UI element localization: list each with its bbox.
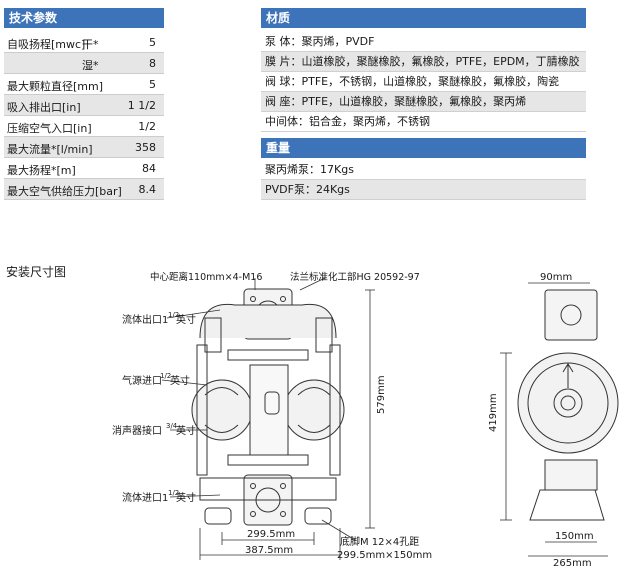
weight-row: PVDF泵：24Kgs bbox=[261, 180, 586, 200]
spec-row: 最大流量*[l/min] 358 bbox=[4, 137, 164, 158]
material-row: 泵 体：聚丙烯，PVDF bbox=[261, 32, 586, 52]
air-inlet-label: 气源进口 bbox=[122, 374, 162, 387]
inlet-unit: 英寸 bbox=[176, 491, 196, 504]
spec-value: 5 bbox=[149, 78, 156, 91]
spec-row: 自吸扬程[mwc]干* 5 bbox=[4, 32, 164, 53]
air-inlet-fraction: 1/2 bbox=[160, 372, 171, 380]
outlet-fraction: 1/2 bbox=[168, 311, 179, 319]
install-dimensions-title: 安装尺寸图 bbox=[6, 265, 67, 279]
spec-value: 1/2 bbox=[138, 120, 156, 133]
tech-specs-table: 自吸扬程[mwc]干* 5 湿* 8 最大颗粒直径[mm] 5 吸入排出口[in] 1 1/2… bbox=[4, 32, 164, 200]
spec-row: 压缩空气入口[in] 1/2 bbox=[4, 116, 164, 137]
spec-label: 最大颗粒直径[mm] bbox=[7, 80, 104, 93]
outlet-unit: 英寸 bbox=[176, 313, 196, 326]
material-row: 膜 片：山道橡胶，聚醚橡胶，氟橡胶，PTFE，EPDM，丁腈橡胶 bbox=[261, 52, 586, 72]
air-inlet-unit: 英寸 bbox=[170, 374, 190, 387]
spec-value: 1 1/2 bbox=[127, 99, 156, 112]
spec-value: 84 bbox=[142, 162, 156, 175]
spec-value: 5 bbox=[149, 36, 156, 49]
spec-value: 358 bbox=[135, 141, 156, 154]
spec-sublabel: 干* bbox=[82, 38, 99, 51]
material-row: 阀 球：PTFE，不锈钢，山道橡胶，聚醚橡胶，氟橡胶，陶瓷 bbox=[261, 72, 586, 92]
weight-title: 重量 bbox=[261, 138, 586, 158]
spec-label: 最大空气供给压力[bar] bbox=[7, 185, 122, 198]
height-dimension: 579mm bbox=[376, 375, 387, 414]
tech-specs-title: 技术参数 bbox=[4, 8, 164, 28]
spec-row: 最大扬程*[m] 84 bbox=[4, 158, 164, 179]
side-height-dimension: 419mm bbox=[488, 393, 499, 432]
dimension-lines bbox=[161, 277, 608, 560]
inlet-fraction: 1/2 bbox=[168, 489, 179, 497]
center-distance-label: 中心距离110mm×4-M16 bbox=[150, 271, 262, 283]
spec-row: 湿* 8 bbox=[4, 53, 164, 74]
flange-standard-label: 法兰标准化工部HG 20592-97 bbox=[290, 271, 420, 283]
muffler-label: 消声器接口 bbox=[112, 424, 162, 437]
weight-row: 聚丙烯泵：17Kgs bbox=[261, 160, 586, 180]
muffler-unit: 英寸 bbox=[176, 424, 196, 437]
front-view-pump bbox=[191, 288, 345, 526]
spec-row: 吸入排出口[in] 1 1/2 bbox=[4, 95, 164, 116]
side-base-dimension: 150mm bbox=[555, 531, 594, 542]
spec-sublabel: 湿* bbox=[82, 59, 99, 72]
tech-specs-panel: 技术参数 自吸扬程[mwc]干* 5 湿* 8 最大颗粒直径[mm] 5 吸入排出口[in]… bbox=[4, 8, 164, 200]
spec-value: 8.4 bbox=[138, 183, 157, 196]
outer-width-dimension: 387.5mm bbox=[245, 545, 293, 556]
spec-row: 最大空气供给压力[bar] 8.4 bbox=[4, 179, 164, 200]
inlet-label: 流体进口1 bbox=[122, 491, 168, 504]
spec-label: 最大扬程*[m] bbox=[7, 164, 76, 177]
material-row: 阀 座：PTFE，山道橡胶，聚醚橡胶，氟橡胶，聚丙烯 bbox=[261, 92, 586, 112]
foot-dimension: 299.5mm×150mm bbox=[337, 550, 432, 561]
inner-width-dimension: 299.5mm bbox=[247, 529, 295, 540]
foot-label: 底脚M 12×4孔距 bbox=[340, 535, 419, 548]
side-top-dimension: 90mm bbox=[540, 272, 572, 283]
material-row: 中间体：铝合金，聚丙烯，不锈钢 bbox=[261, 112, 586, 132]
spec-label: 最大流量*[l/min] bbox=[7, 143, 93, 156]
material-title: 材质 bbox=[261, 8, 586, 28]
spec-label: 压缩空气入口[in] bbox=[7, 122, 92, 135]
outlet-label: 流体出口1 bbox=[122, 313, 168, 326]
side-total-dimension: 265mm bbox=[553, 558, 592, 569]
spec-label: 自吸扬程[mwc] bbox=[7, 38, 86, 51]
muffler-fraction: 3/4 bbox=[166, 422, 178, 430]
side-view-pump bbox=[517, 289, 619, 521]
spec-value: 8 bbox=[149, 57, 156, 70]
spec-label: 吸入排出口[in] bbox=[7, 101, 81, 114]
spec-row: 最大颗粒直径[mm] 5 bbox=[4, 74, 164, 95]
